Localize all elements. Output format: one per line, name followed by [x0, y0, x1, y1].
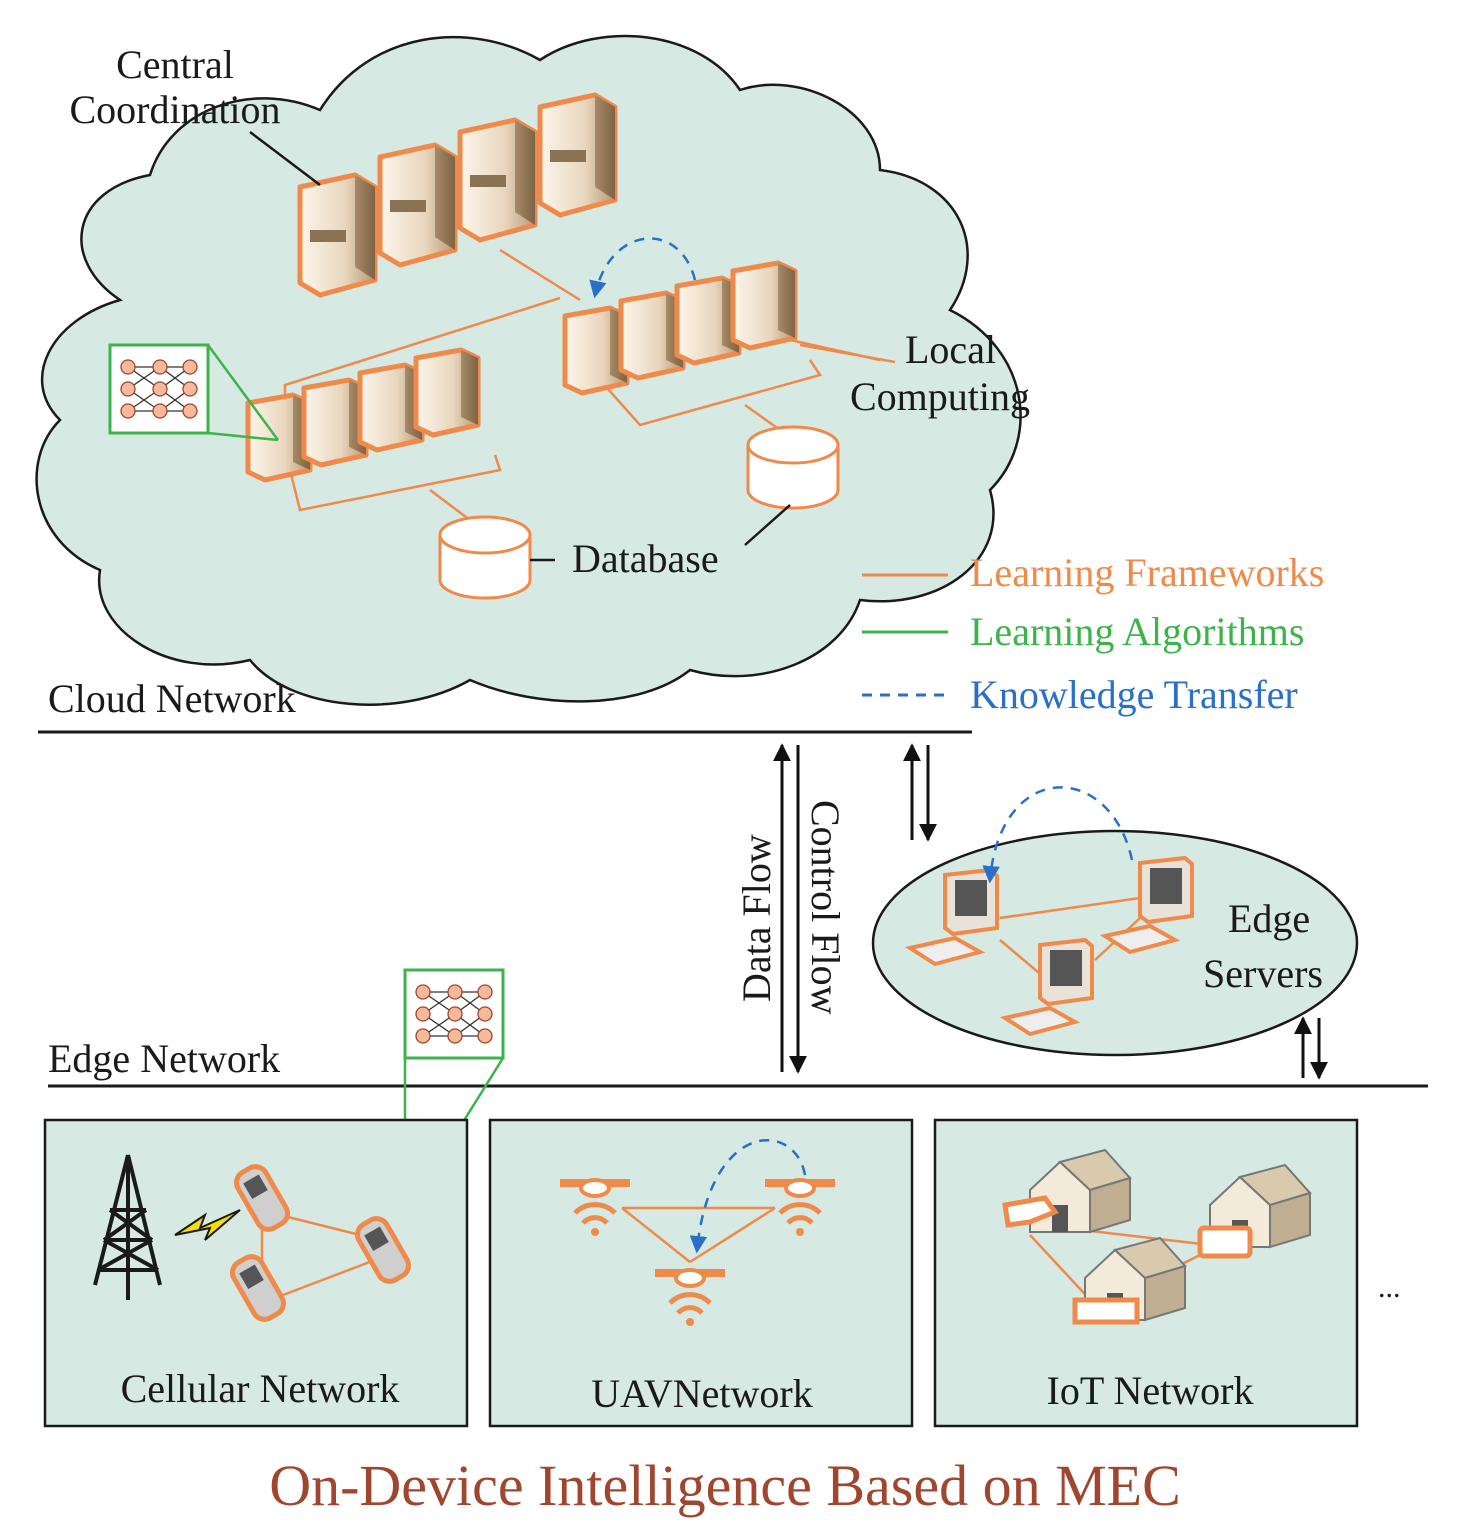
pc-tower-icon: [413, 347, 481, 438]
uav-network-label: UAVNetwork: [591, 1371, 812, 1416]
central-coordination-label: Central: [116, 42, 234, 87]
drone-icon: [655, 1268, 725, 1326]
legend-label-algorithms: Learning Algorithms: [970, 609, 1304, 654]
pc-tower-icon: [301, 377, 369, 468]
server-rack-icon: [457, 117, 538, 243]
knowledge-transfer-arrow-cloud: [589, 237, 697, 299]
edge-servers-label: Edge: [1228, 896, 1310, 941]
legend-label-frameworks: Learning Frameworks: [970, 550, 1324, 595]
cellular-network-label: Cellular Network: [121, 1366, 400, 1411]
iot-device-icon: [1002, 1195, 1253, 1325]
cloud-framework-links: [283, 248, 881, 521]
pc-tower-icon: [730, 260, 798, 351]
drone-icon: [765, 1178, 835, 1236]
local-cluster-right: [562, 260, 798, 396]
pc-tower-icon: [618, 290, 686, 381]
knowledge-transfer-arrow-uav: [689, 1139, 807, 1254]
cloud-shape: [35, 34, 1022, 706]
local-computing-label: Local: [905, 327, 996, 372]
legend: Learning Frameworks Learning Algorithms …: [862, 550, 1324, 717]
legend-label-transfer: Knowledge Transfer: [970, 672, 1298, 717]
local-cluster-left: [245, 347, 481, 483]
knowledge-transfer-arrow-edge: [982, 786, 1134, 884]
desktop-computer-icon: [1099, 855, 1194, 955]
local-computing-leader: [799, 343, 896, 364]
desktop-computer-icon: [999, 937, 1094, 1037]
central-coordination-leader: [249, 131, 321, 186]
diagram-title: On-Device Intelligence Based on MEC: [269, 1453, 1181, 1518]
mobile-phone-icon: [355, 1216, 411, 1284]
edge-network-label: Edge Network: [48, 1036, 280, 1081]
cloud-network-label: Cloud Network: [48, 676, 296, 721]
desktop-computer-icon: [904, 867, 999, 967]
pc-tower-icon: [674, 275, 742, 366]
database-icon: [746, 425, 840, 510]
local-computing-label-2: Computing: [850, 374, 1030, 419]
central-coordination-label-2: Coordination: [69, 87, 280, 132]
algorithm-link-cloud: [206, 344, 280, 442]
pc-tower-icon: [357, 362, 425, 453]
database-icon: [438, 515, 532, 600]
central-coordination-servers: [297, 92, 618, 298]
database-label: Database: [572, 536, 719, 581]
lightning-icon: [174, 1209, 241, 1241]
neural-network-icon-edge: [403, 968, 505, 1060]
cell-tower-icon: [93, 1154, 162, 1300]
control-flow-label: Control Flow: [803, 800, 848, 1015]
server-rack-icon: [537, 92, 618, 218]
iot-network-label: IoT Network: [1047, 1368, 1254, 1413]
drone-icon: [560, 1178, 630, 1236]
server-rack-icon: [297, 172, 378, 298]
mobile-phone-icon: [230, 1254, 286, 1322]
database-leader-2: [744, 504, 791, 546]
neural-network-icon: [108, 343, 210, 435]
edge-servers-label-2: Servers: [1203, 951, 1323, 996]
pc-tower-icon: [562, 305, 630, 396]
data-flow-label: Data Flow: [734, 834, 779, 1002]
server-rack-icon: [377, 142, 458, 268]
mobile-phone-icon: [234, 1164, 290, 1232]
more-networks-ellipsis: ...: [1378, 1271, 1401, 1304]
